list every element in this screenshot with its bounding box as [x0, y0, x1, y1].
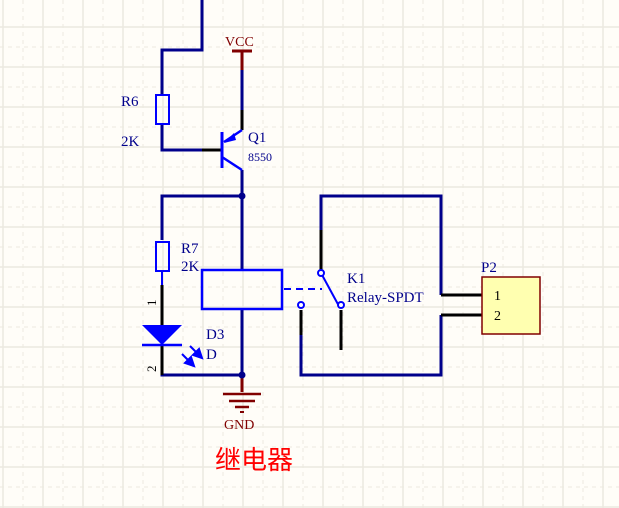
wire-top-to-r6 [160, 0, 204, 95]
resistor-r6[interactable]: R6 2K [121, 94, 170, 150]
p2-pin1-label: 1 [494, 289, 501, 304]
d3-triangle [142, 325, 182, 345]
light-emission-icon [181, 345, 204, 368]
r7-designator: R7 [181, 241, 199, 257]
vcc-power-port[interactable]: VCC [225, 35, 254, 70]
p2-designator: P2 [481, 260, 497, 276]
vcc-label: VCC [225, 35, 254, 50]
d3-value: D [206, 347, 217, 363]
led-d3[interactable]: D3 D 1 2 [142, 300, 224, 373]
q1-collector [221, 155, 243, 172]
r6-designator: R6 [121, 94, 139, 110]
k1-contact-no [297, 301, 305, 309]
relay-k1[interactable]: K1 Relay-SPDT [200, 268, 424, 311]
connector-p2[interactable]: P2 1 2 [481, 260, 541, 335]
r6-value: 2K [121, 134, 140, 150]
p2-pin2-label: 2 [494, 309, 501, 324]
gnd-label: GND [224, 418, 254, 433]
k1-switch-arm [320, 272, 341, 309]
resistor-r7[interactable]: R7 2K [155, 241, 200, 285]
junctions [238, 192, 246, 379]
pin-stubs [160, 110, 482, 375]
q1-arrow [224, 133, 236, 143]
wires [160, 0, 443, 392]
k1-designator: K1 [347, 271, 365, 287]
d3-designator: D3 [206, 327, 224, 343]
transistor-q1[interactable]: Q1 8550 [220, 128, 272, 172]
k1-value: Relay-SPDT [347, 290, 424, 306]
wire-r6-to-q1-base [160, 124, 202, 152]
d3-pin2-label: 2 [144, 366, 159, 373]
wire-k1-common-to-p2-1 [319, 194, 443, 295]
gnd-power-port[interactable]: GND [223, 392, 261, 433]
wire-k1-no-to-p2-2 [299, 315, 443, 377]
k1-contact-common [317, 269, 325, 277]
q1-value: 8550 [248, 150, 272, 164]
wire-node-to-r7 [160, 194, 242, 240]
r6-body [155, 94, 170, 125]
d3-pin1-label: 1 [144, 300, 159, 307]
q1-designator: Q1 [248, 130, 266, 146]
junction-dot [238, 371, 246, 379]
junction-dot [238, 192, 246, 200]
p2-body [481, 276, 541, 335]
r7-value: 2K [181, 259, 200, 275]
schematic-title: 继电器 [215, 446, 293, 476]
k1-contact-nc [337, 301, 345, 309]
k1-coil [200, 268, 284, 311]
